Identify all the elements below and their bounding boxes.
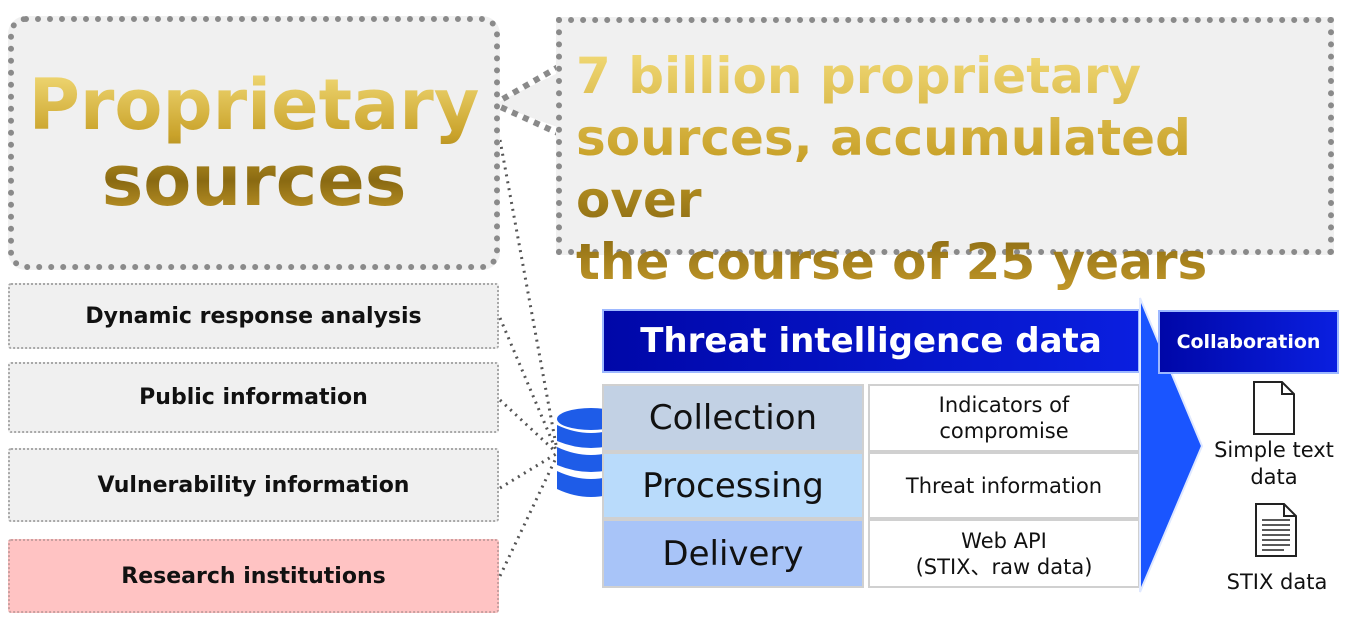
- desc-threat-information: Threat information: [868, 452, 1140, 519]
- desc-web-api: Web API (STIX、raw data): [868, 519, 1140, 588]
- proprietary-sources-box: Proprietary sources: [8, 16, 500, 270]
- source-label: Public information: [139, 385, 368, 410]
- stage-label: Processing: [642, 465, 824, 506]
- proprietary-sources-title: Proprietary sources: [28, 64, 480, 222]
- threat-intelligence-title: Threat intelligence data: [602, 309, 1140, 373]
- source-label: Vulnerability information: [97, 472, 410, 498]
- stage-label: Delivery: [662, 533, 804, 574]
- connector-proprietary: [498, 139, 558, 446]
- callout-box: 7 billion proprietary sources, accumulat…: [556, 17, 1334, 291]
- collaboration-title: Collaboration: [1158, 310, 1339, 374]
- connector-dynamic: [498, 317, 558, 451]
- source-vulnerability-information: Vulnerability information: [8, 448, 499, 522]
- source-dynamic-response-analysis: Dynamic response analysis: [8, 283, 499, 349]
- stage-collection: Collection: [602, 384, 864, 452]
- source-public-information: Public information: [8, 362, 499, 433]
- connector-public: [498, 398, 558, 454]
- lined-document-icon: [1255, 503, 1297, 557]
- threat-intelligence-title-text: Threat intelligence data: [640, 321, 1102, 361]
- connector-vulnerability: [499, 452, 557, 490]
- desc-label: Web API (STIX、raw data): [915, 528, 1093, 579]
- output-simple-text-data: Simple text data: [1214, 438, 1334, 489]
- output-stix-data: STIX data: [1226, 570, 1328, 594]
- collaboration-title-text: Collaboration: [1176, 331, 1321, 353]
- stage-delivery: Delivery: [602, 519, 864, 588]
- desc-label: Indicators of compromise: [938, 393, 1070, 443]
- source-label: Dynamic response analysis: [85, 303, 422, 329]
- stage-processing: Processing: [602, 452, 864, 519]
- stage-label: Collection: [648, 398, 818, 438]
- desc-label: Threat information: [905, 473, 1103, 498]
- connector-research: [498, 457, 558, 577]
- callout-text: 7 billion proprietary sources, accumulat…: [576, 45, 1328, 293]
- callout-pointer: [487, 63, 562, 137]
- desc-indicators-of-compromise: Indicators of compromise: [868, 384, 1140, 452]
- text-document-icon: [1253, 381, 1295, 435]
- source-research-institutions: Research institutions: [8, 539, 499, 613]
- source-label: Research institutions: [121, 563, 386, 589]
